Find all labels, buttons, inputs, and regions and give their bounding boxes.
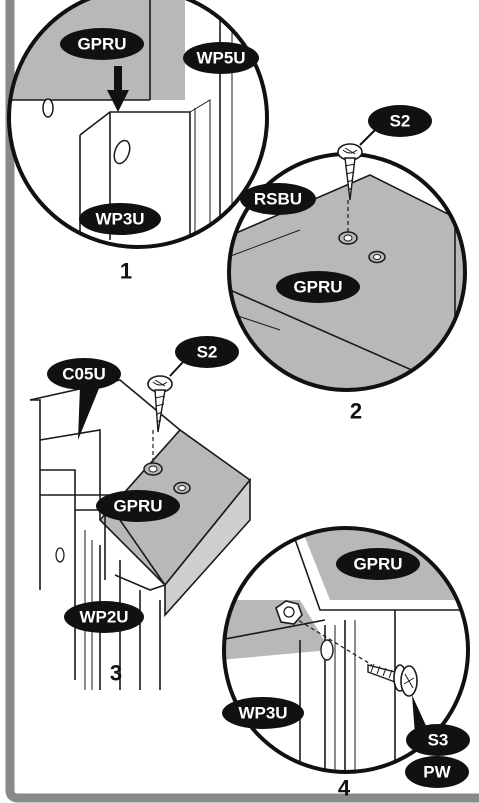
svg-text:S3: S3 <box>428 731 449 750</box>
label-step1-wp5u: WP5U <box>183 42 259 74</box>
svg-text:WP3U: WP3U <box>95 210 144 229</box>
step-1-number: 1 <box>120 259 132 284</box>
svg-text:GPRU: GPRU <box>113 497 162 516</box>
step-3-number: 3 <box>110 661 122 686</box>
svg-text:GPRU: GPRU <box>353 555 402 574</box>
step-3-detail <box>29 375 252 690</box>
label-step1-gpru: GPRU <box>60 28 144 60</box>
screw-s2-icon <box>337 143 363 201</box>
svg-text:WP3U: WP3U <box>238 704 287 723</box>
page-frame <box>5 0 479 803</box>
label-step4-wp3u: WP3U <box>222 697 304 729</box>
label-step2-gpru: GPRU <box>276 271 360 303</box>
label-step3-c05u: C05U <box>47 358 121 440</box>
svg-text:RSBU: RSBU <box>254 190 302 209</box>
screw-s2-icon <box>147 375 173 433</box>
svg-text:GPRU: GPRU <box>77 35 126 54</box>
label-step2-rsbu: RSBU <box>240 183 316 215</box>
label-step4-pw: PW <box>405 756 469 788</box>
step-4-circle <box>222 526 470 774</box>
label-step3-wp2u: WP2U <box>64 601 144 633</box>
label-step4-s3: S3 <box>406 695 470 756</box>
label-step1-wp3u: WP3U <box>79 203 161 235</box>
label-step3-gpru: GPRU <box>96 490 180 522</box>
svg-text:S2: S2 <box>390 112 411 131</box>
screw-s3-icon <box>367 663 418 697</box>
step-4-number: 4 <box>338 776 351 801</box>
svg-text:WP5U: WP5U <box>196 49 245 68</box>
step-1-circle <box>7 0 269 249</box>
step-2-number: 2 <box>350 399 362 424</box>
svg-text:GPRU: GPRU <box>293 278 342 297</box>
label-step4-gpru: GPRU <box>336 548 420 580</box>
label-step3-s2: S2 <box>169 336 239 377</box>
svg-text:S2: S2 <box>197 343 218 362</box>
svg-text:PW: PW <box>423 763 451 782</box>
nut-icon <box>275 600 303 625</box>
label-step2-s2: S2 <box>359 105 432 146</box>
svg-text:C05U: C05U <box>62 365 105 384</box>
svg-text:WP2U: WP2U <box>79 608 128 627</box>
